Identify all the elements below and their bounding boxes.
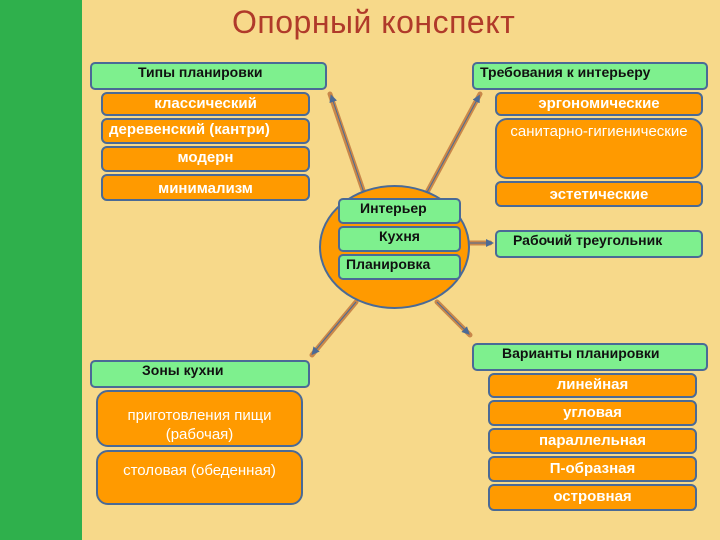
types-header: Типы планировки — [90, 62, 327, 90]
requirements-item-aesthetic: эстетические — [495, 181, 703, 207]
left-green-stripe — [0, 0, 82, 540]
center-interior: Интерьер — [338, 198, 461, 224]
zones-item-dining: столовая (обеденная) — [96, 450, 303, 505]
variants-item-u-shaped: П-образная — [488, 456, 697, 482]
center-kitchen: Кухня — [338, 226, 461, 252]
requirements-item-sanitary: санитарно-гигиенические — [495, 118, 703, 179]
page-title: Опорный конспект — [232, 4, 516, 40]
types-item-classic: классический — [101, 92, 310, 116]
types-item-country: деревенский (кантри) — [101, 118, 310, 144]
variants-item-parallel: параллельная — [488, 428, 697, 454]
requirements-header: Требования к интерьеру — [472, 62, 708, 90]
center-layout: Планировка — [338, 254, 461, 280]
variants-item-linear: линейная — [488, 373, 697, 398]
variants-item-island: островная — [488, 484, 697, 511]
zones-header: Зоны кухни — [90, 360, 310, 388]
zones-item-cooking: приготовления пищи (рабочая) — [96, 390, 303, 447]
working-triangle-box: Рабочий треугольник — [495, 230, 703, 258]
variants-header: Варианты планировки — [472, 343, 708, 371]
types-item-modern: модерн — [101, 146, 310, 172]
requirements-item-ergonomic: эргономические — [495, 92, 703, 116]
types-item-minimalism: минимализм — [101, 174, 310, 201]
variants-item-corner: угловая — [488, 400, 697, 426]
